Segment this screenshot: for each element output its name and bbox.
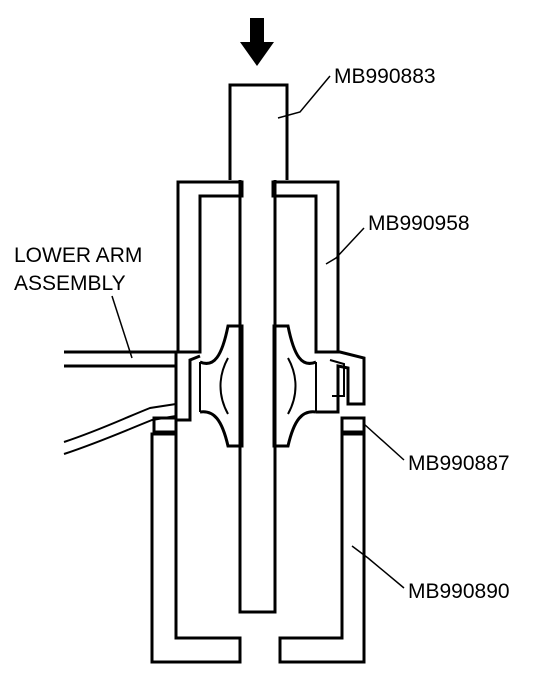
leader-lines <box>111 75 405 589</box>
lower-arm-assembly <box>63 350 201 455</box>
upper-cup-tool <box>176 180 340 354</box>
press-rod <box>228 83 289 614</box>
label-mb990887: MB990887 <box>408 452 510 475</box>
label-lower-arm-line2: ASSEMBLY <box>14 272 126 295</box>
label-mb990890: MB990890 <box>408 580 510 603</box>
arm-bracket <box>316 350 366 414</box>
down-arrow-icon <box>240 18 274 66</box>
bushing <box>199 324 317 448</box>
base-tool <box>150 432 366 664</box>
label-mb990958: MB990958 <box>368 212 470 235</box>
label-mb990883: MB990883 <box>334 65 436 88</box>
label-lower-arm-line1: LOWER ARM <box>14 244 142 267</box>
